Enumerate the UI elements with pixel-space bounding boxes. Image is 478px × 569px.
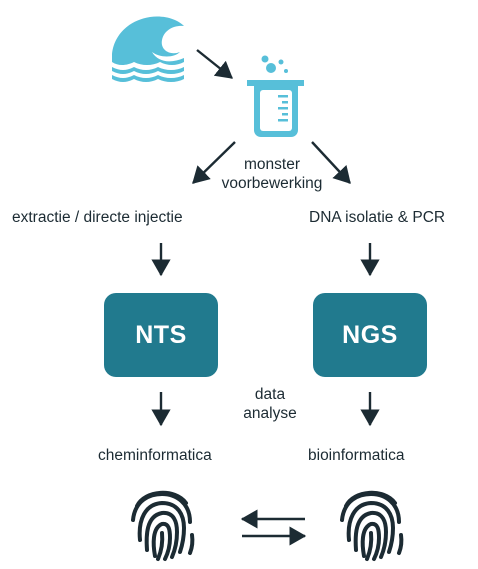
fingerprint-icon <box>131 490 195 561</box>
data-analysis-line2: analyse <box>243 405 297 422</box>
arrow-to-left-branch <box>192 141 236 184</box>
right-method-label: DNA isolatie & PCR <box>309 209 446 226</box>
data-analysis-label: data analyse <box>220 385 320 423</box>
water-wave-icon <box>112 16 184 82</box>
sample-prep-line2: voorbewerking <box>221 175 323 192</box>
right-result-label: bioinformatica <box>308 447 405 464</box>
sample-prep-label: monster voorbewerking <box>205 155 339 193</box>
arrow-water-to-beaker <box>196 49 233 79</box>
sample-prep-line1: monster <box>244 156 300 173</box>
ngs-box: NGS <box>313 293 427 377</box>
nts-box: NTS <box>104 293 218 377</box>
fingerprint-icon-right <box>340 490 404 561</box>
arrow-to-right-branch <box>311 141 351 184</box>
left-result-label: cheminformatica <box>98 447 212 464</box>
beaker-icon <box>247 55 304 137</box>
left-method-label: extractie / directe injectie <box>12 209 183 226</box>
data-analysis-line1: data <box>254 386 286 403</box>
